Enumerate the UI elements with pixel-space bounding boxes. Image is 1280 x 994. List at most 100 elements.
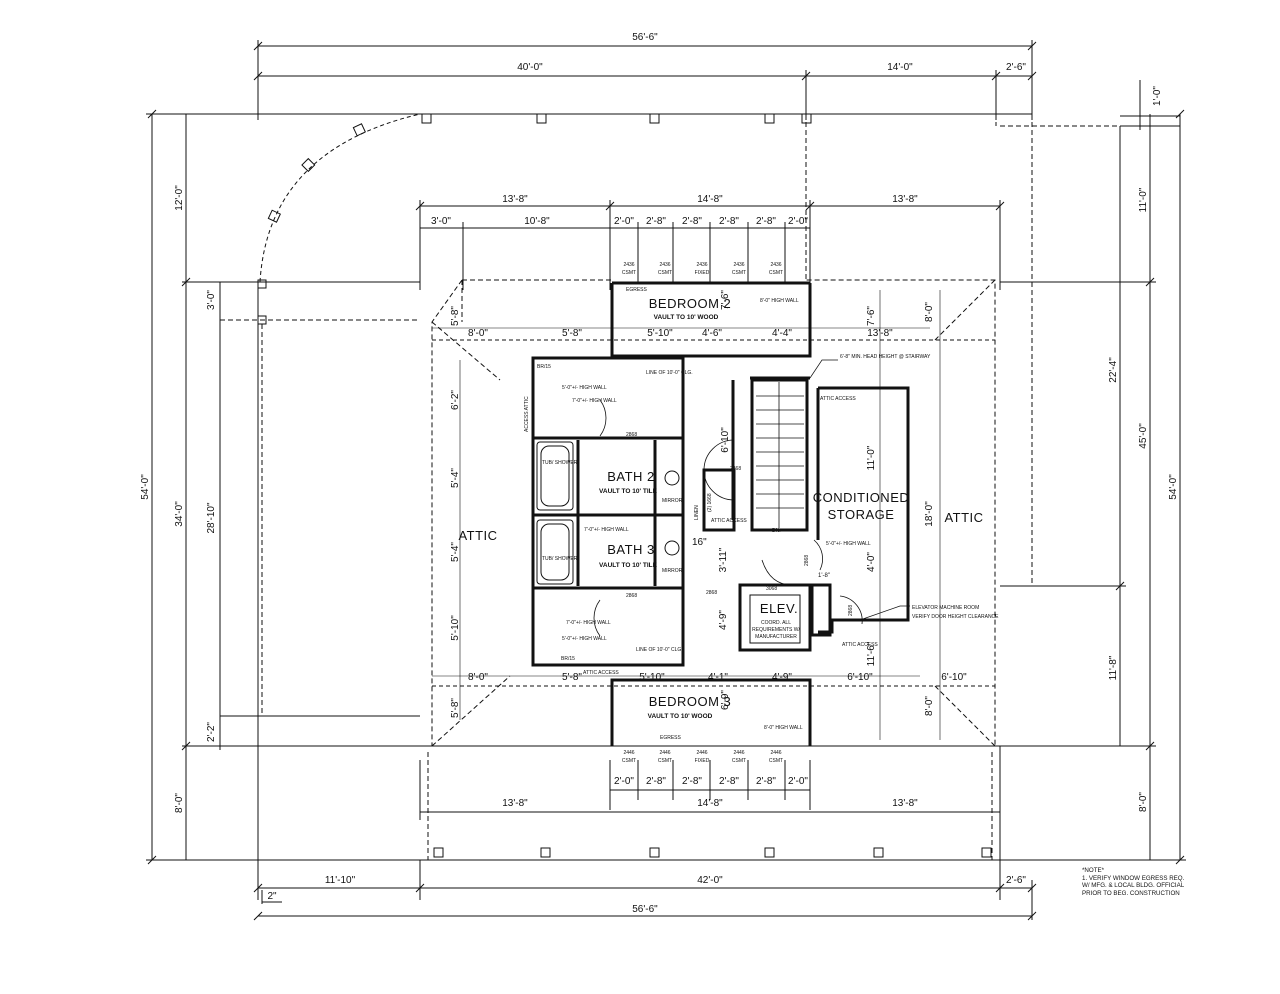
dim-misc-2: 7'-6"	[720, 290, 731, 310]
label-high-wall-7-top: 7'-0"+/- HIGH WALL	[572, 398, 617, 404]
dim-room-bot-1: 8'-0"	[468, 672, 488, 683]
room-bath-3: BATH 3	[607, 542, 655, 557]
dim-binner-1: 13'-8"	[502, 798, 528, 809]
dim-lroom-1: 5'-8"	[450, 306, 461, 326]
window-top-4-size: 2436	[733, 262, 744, 268]
room-bedroom-3: BEDROOM 3	[649, 694, 732, 709]
dim-win-2: 10'-8"	[524, 216, 550, 227]
window-top-2-size: 2436	[659, 262, 670, 268]
room-bedroom-3-sub: VAULT TO 10' WOOD	[648, 713, 713, 720]
label-attic-access-bath: ATTIC ACCESS	[583, 670, 619, 676]
label-door-hall: 2868	[730, 466, 741, 472]
top-windows: 2436 CSMT 2436 CSMT 2436 FIXED 2436 CSMT…	[622, 262, 783, 276]
dim-overall-top: 56'-6"	[632, 32, 658, 43]
inner-row-dimensions	[415, 200, 1005, 290]
label-stair-down: DN.	[772, 528, 781, 534]
dim-bot-offset: 2"	[267, 891, 277, 902]
label-egress-top: EGRESS	[626, 287, 648, 293]
window-bot-1-type: CSMT	[622, 758, 636, 764]
dim-misc-6: 1'-8"	[818, 573, 830, 579]
window-bot-4-type: CSMT	[732, 758, 746, 764]
dim-misc-8: 4'-9"	[718, 610, 729, 630]
label-line-clg-top: LINE OF 10'-0" CLG.	[646, 370, 693, 376]
bottom-segment-dims	[253, 880, 1037, 920]
room-bedroom-2: BEDROOM 2	[649, 296, 732, 311]
dim-bwin-6: 2'-0"	[788, 776, 808, 787]
window-top-3-type: FIXED	[695, 270, 710, 276]
dim-binner-2: 14'-8"	[697, 798, 723, 809]
label-high-wall-5-bot: 5'-0"+/- HIGH WALL	[562, 636, 607, 642]
room-storage-line2: STORAGE	[828, 507, 895, 522]
dim-right-seg-3: 8'-0"	[1138, 792, 1149, 812]
dim-right-overall: 54'-0"	[1168, 474, 1179, 500]
window-top-3-size: 2436	[696, 262, 707, 268]
dim-top-right-offset: 1'-0"	[1152, 86, 1163, 106]
dim-bwin-4: 2'-8"	[719, 776, 739, 787]
bottom-windows: 2446 CSMT 2446 CSMT 2446 FIXED 2446 CSMT…	[622, 750, 783, 764]
deck-posts	[257, 113, 992, 858]
dim-overall-bottom: 56'-6"	[632, 904, 658, 915]
left-segment-dims	[181, 114, 191, 860]
note-line-1: 1. VERIFY WINDOW EGRESS REQ.	[1082, 874, 1185, 882]
label-door-elevator: 3068	[766, 586, 777, 592]
dim-room-top-6: 13'-8"	[867, 328, 893, 339]
label-linen-door: (2) 1668	[707, 493, 713, 512]
dim-inner-1: 13'-8"	[502, 194, 528, 205]
room-bath-2-sub: VAULT TO 10' TILE	[599, 488, 658, 495]
label-egress-bottom: EGRESS	[660, 735, 682, 741]
tub-bath2	[536, 441, 574, 511]
dim-misc-1: 7'-6"	[866, 306, 877, 326]
dim-misc-10: 6'-9"	[720, 690, 731, 710]
label-high-wall-7-mid: 7'-0"+/- HIGH WALL	[584, 527, 629, 533]
dim-room-top-3: 5'-10"	[647, 328, 673, 339]
dim-top-seg-3: 2'-6"	[1006, 62, 1026, 73]
room-attic-right: ATTIC	[944, 510, 983, 525]
dim-lroom-4: 5'-4"	[450, 542, 461, 562]
dim-misc-4: 11'-0"	[866, 445, 877, 470]
label-line-clg-bot: LINE OF 10'-0" CLG.	[636, 647, 683, 653]
window-bot-2-size: 2446	[659, 750, 670, 756]
room-bath-2: BATH 2	[607, 469, 655, 484]
label-head-height: 6'-8" MIN. HEAD HEIGHT @ STAIRWAY	[840, 354, 931, 360]
label-br15-bottom: BR/15	[561, 656, 575, 662]
deck-arc	[259, 113, 421, 283]
room-elevator-line2: REQUIREMENTS W/	[752, 627, 800, 633]
dim-right-inner-1: 22'-4"	[1108, 357, 1119, 383]
label-door-elev-hall: 2868	[706, 590, 717, 596]
window-bot-3-type: FIXED	[695, 758, 710, 764]
dim-left-overall: 54'-0"	[140, 474, 151, 500]
dim-bot-seg-1: 11'-10"	[325, 875, 356, 886]
dim-top-seg-1: 40'-0"	[517, 62, 543, 73]
room-elevator: ELEV.	[760, 601, 798, 616]
dim-win-1: 3'-0"	[431, 216, 451, 227]
interior-walls	[531, 281, 910, 746]
dim-top-seg-2: 14'-0"	[887, 62, 913, 73]
dim-bot-seg-3: 2'-6"	[1006, 875, 1026, 886]
dim-bot-seg-2: 42'-0"	[697, 875, 723, 886]
right-inner-dims	[1000, 126, 1126, 746]
bottom-window-row-dims	[609, 760, 811, 810]
dim-room-top-4: 4'-6"	[702, 328, 722, 339]
roof-outline	[431, 279, 996, 747]
door-swings	[593, 399, 863, 637]
label-linen: LINEN	[694, 505, 700, 520]
dim-lroom-3: 5'-4"	[450, 468, 461, 488]
room-bedroom-2-sub: VAULT TO 10' WOOD	[654, 314, 719, 321]
room-elevator-line3: MANUFACTURER	[755, 634, 797, 640]
dim-left-seg-1: 12'-0"	[174, 185, 185, 211]
right-segment-dims	[1000, 114, 1156, 860]
top-segment-dimensions	[253, 70, 1037, 120]
dim-lroom-6: 5'-8"	[450, 698, 461, 718]
top-overall-dimension	[253, 40, 1037, 120]
dim-misc-7: 3'-11"	[718, 547, 729, 572]
window-top-5-type: CSMT	[769, 270, 783, 276]
dim-rroom-2: 18'-0"	[924, 501, 935, 527]
window-bot-5-type: CSMT	[769, 758, 783, 764]
label-high-wall-7-bot: 7'-0"+/- HIGH WALL	[566, 620, 611, 626]
dim-left-seg-2: 34'-0"	[174, 501, 185, 527]
tub-bath3	[536, 519, 574, 585]
label-br15-top: BR/15	[537, 364, 551, 370]
label-door-bath2: 2868	[626, 432, 637, 438]
dim-bwin-1: 2'-0"	[614, 776, 634, 787]
